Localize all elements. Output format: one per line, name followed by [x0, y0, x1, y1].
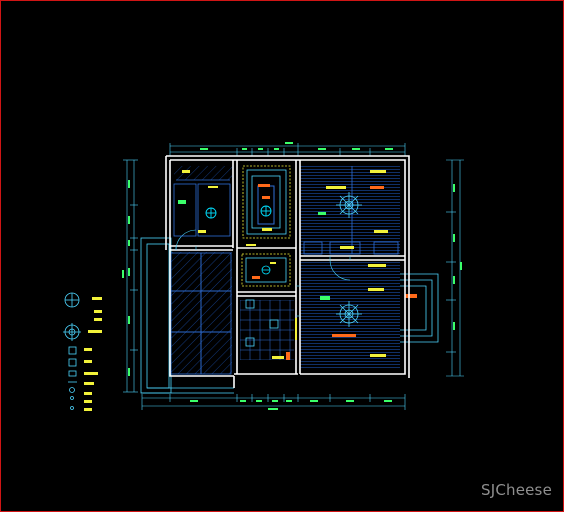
dimension-left — [123, 159, 138, 393]
fan-icon — [69, 387, 75, 393]
room-label — [178, 200, 186, 204]
room-label — [182, 170, 190, 173]
dimension-top — [169, 143, 406, 156]
bedroom-label — [374, 230, 388, 233]
switch-icon — [70, 396, 74, 400]
legend — [63, 292, 81, 410]
legend-labels — [84, 297, 102, 411]
bedroom-label — [320, 296, 330, 300]
watermark-logo: SJCheese — [481, 481, 552, 499]
dimension-bottom-labels — [190, 400, 392, 410]
utility-light-icon — [261, 265, 271, 275]
utility-label — [252, 276, 260, 279]
bedroom-label — [368, 288, 384, 291]
chandelier-icon — [336, 192, 362, 218]
living-room-panes — [170, 252, 232, 375]
room-label — [208, 186, 218, 188]
socket-icon — [70, 406, 74, 410]
bedroom-label — [370, 170, 386, 173]
bath-label — [262, 228, 272, 231]
grille-icon — [68, 358, 77, 367]
kitchen-tile — [240, 300, 294, 360]
bathroom-center — [242, 165, 291, 239]
bedroom-label — [368, 264, 386, 267]
bath-label — [262, 196, 270, 199]
kitchen-counter — [245, 299, 279, 347]
dimension-left-labels — [122, 180, 130, 376]
downlight-icon — [68, 346, 77, 355]
bedroom-label — [332, 334, 356, 337]
exhaust-fan-icon — [260, 205, 272, 217]
bedroom-label — [326, 186, 346, 189]
watermark-brand: SJCheese — [480, 481, 552, 499]
bedroom-top-furniture — [303, 166, 399, 255]
bedroom-label — [370, 354, 386, 357]
utility-label — [270, 262, 276, 264]
entry-hatch — [174, 166, 232, 180]
room-label — [198, 230, 206, 233]
bath-fixture-icon — [205, 207, 217, 219]
bedroom-label — [318, 212, 326, 215]
walls — [165, 155, 410, 388]
spotlight-icon — [68, 370, 77, 377]
bathroom-top-left — [173, 179, 231, 237]
dimension-bottom — [141, 394, 406, 410]
bedroom-label — [340, 246, 354, 249]
bay-label — [405, 294, 417, 298]
chandelier-icon — [63, 323, 81, 341]
dimension-top-labels — [200, 142, 393, 150]
dimension-right-labels — [453, 184, 462, 330]
bath-label — [258, 184, 270, 187]
right-bay-window — [400, 273, 439, 343]
kitchen-label — [286, 352, 290, 360]
bedroom-bottom-flooring — [300, 262, 400, 370]
bedroom-top-flooring — [300, 166, 400, 254]
chandelier-icon — [336, 301, 362, 327]
bedroom-label — [370, 186, 384, 189]
utility-room — [241, 253, 291, 287]
kitchen-label — [272, 356, 284, 359]
room-label — [246, 244, 256, 246]
ceiling-light-icon — [64, 292, 80, 308]
